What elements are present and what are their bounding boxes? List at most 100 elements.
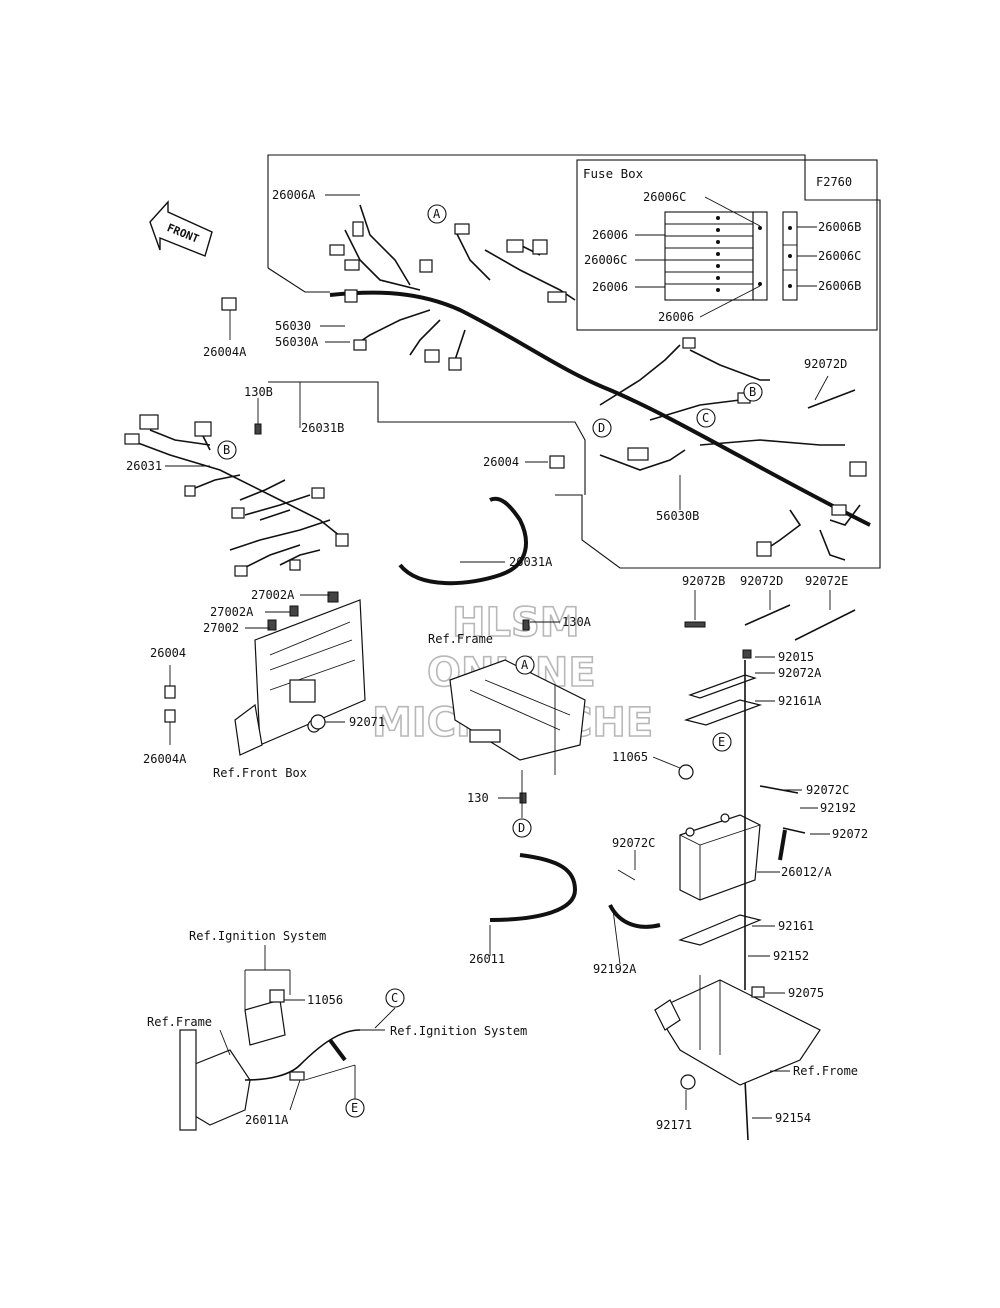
harness-outline (267, 154, 881, 569)
callout-c-low-label: C (391, 991, 398, 1005)
label-26012a: 26012/A (781, 865, 832, 879)
label-130a: 130A (562, 615, 592, 629)
label-130: 130 (467, 791, 489, 805)
fuse-box-title: Fuse Box (583, 166, 644, 181)
label-26011: 26011 (469, 952, 505, 966)
cable-92192 (778, 829, 787, 861)
strap-92072a (688, 674, 757, 699)
label-92072b: 92072B (682, 574, 725, 588)
fuse-label-left1: 26006 (592, 228, 628, 242)
callout-c-low (385, 988, 405, 1008)
label-92072d-top: 92072D (804, 357, 847, 371)
battery (679, 813, 761, 901)
callout-d-top (592, 418, 612, 438)
fuse-block (664, 211, 754, 301)
label-92072d-mid: 92072D (740, 574, 783, 588)
label-92075: 92075 (788, 986, 824, 1000)
label-92161a: 92161A (778, 694, 822, 708)
leader-lines (165, 194, 831, 1119)
callout-a-top (427, 204, 447, 224)
label-56030: 56030 (275, 319, 311, 333)
label-92072c-left: 92072C (612, 836, 655, 850)
front-arrow-icon: FRONT (149, 200, 213, 257)
callout-d-low-label: D (518, 821, 525, 835)
label-26004a-left: 26004A (143, 752, 187, 766)
label-26004a-top: 26004A (203, 345, 247, 359)
label-ref-ignition-top: Ref.Ignition System (189, 929, 326, 943)
fuse-label-left2: 26006C (584, 253, 627, 267)
callout-e-low-label: E (351, 1101, 358, 1115)
callout-a-top-label: A (433, 207, 441, 221)
label-27002: 27002 (203, 621, 239, 635)
label-26011a: 26011A (245, 1113, 289, 1127)
frame-center (449, 659, 586, 761)
label-27002a-1: 27002A (251, 588, 295, 602)
battery-tray (654, 975, 821, 1090)
label-130b: 130B (244, 385, 273, 399)
fuse-label-right2: 26006C (818, 249, 861, 263)
small-parts (221, 297, 856, 998)
harness-26031a (398, 496, 528, 586)
label-27002a-2: 27002A (210, 605, 254, 619)
fuse-box-frame (576, 159, 878, 331)
fuse-label-bottom: 26006 (658, 310, 694, 324)
label-ref-ignition-right: Ref.Ignition System (390, 1024, 527, 1038)
part-labels: 26006A 26004A 56030 56030A 130B 26031B 2… (126, 188, 868, 1132)
rod-92154 (744, 1079, 749, 1141)
callout-e-mid-label: E (718, 735, 725, 749)
cable-26011 (489, 853, 578, 922)
figure-code: F2760 (816, 175, 852, 189)
callout-c-top (696, 408, 716, 428)
label-26006a: 26006A (272, 188, 316, 202)
callout-d-low (512, 818, 532, 838)
label-92015: 92015 (778, 650, 814, 664)
fuse-label-left3: 26006 (592, 280, 628, 294)
callout-e-mid (712, 732, 732, 752)
label-ref-frame-low: Ref.Frame (147, 1015, 212, 1029)
label-92154: 92154 (775, 1111, 811, 1125)
pad-92161a (683, 699, 763, 726)
label-92072e: 92072E (805, 574, 848, 588)
fuse-box-inset: Fuse Box 26006C 26006 26006C 26006 26006… (576, 159, 878, 331)
callout-a-mid (515, 655, 535, 675)
label-92192: 92192 (820, 801, 856, 815)
callout-b-left (217, 440, 237, 460)
ignition-bracket (179, 989, 361, 1131)
callout-a-mid-label: A (521, 658, 529, 672)
label-11056: 11056 (307, 993, 343, 1007)
callout-d-top-label: D (598, 421, 605, 435)
label-92192a: 92192A (593, 962, 637, 976)
callout-b-top (743, 382, 763, 402)
label-26031a: 26031A (509, 555, 553, 569)
label-92071: 92071 (349, 715, 385, 729)
label-56030b: 56030B (656, 509, 699, 523)
label-92152: 92152 (773, 949, 809, 963)
label-92072a: 92072A (778, 666, 822, 680)
label-26004-left: 26004 (150, 646, 186, 660)
label-11065: 11065 (612, 750, 648, 764)
label-ref-frome: Ref.Frome (793, 1064, 858, 1078)
label-26004-mid: 26004 (483, 455, 519, 469)
fuse-label-top: 26006C (643, 190, 686, 204)
callout-b-top-label: B (749, 385, 756, 399)
label-26031: 26031 (126, 459, 162, 473)
callout-c-top-label: C (702, 411, 709, 425)
cable-92192a (608, 904, 661, 929)
pad-92161 (678, 914, 762, 946)
label-56030a: 56030A (275, 335, 319, 349)
fuse-label-right3: 26006B (818, 279, 861, 293)
main-harness (329, 204, 871, 561)
callout-circles: A B C D B A E D C E (217, 204, 763, 1118)
harness-outline-left (267, 267, 330, 293)
fuse-label-right1: 26006B (818, 220, 861, 234)
label-ref-frame-mid: Ref.Frame (428, 632, 493, 646)
label-92072: 92072 (832, 827, 868, 841)
callout-b-left-label: B (223, 443, 230, 457)
callout-e-low (345, 1098, 365, 1118)
front-box (164, 591, 366, 756)
watermark-line-1: HLSM (452, 600, 580, 646)
label-26031b: 26031B (301, 421, 344, 435)
label-ref-front-box: Ref.Front Box (213, 766, 307, 780)
